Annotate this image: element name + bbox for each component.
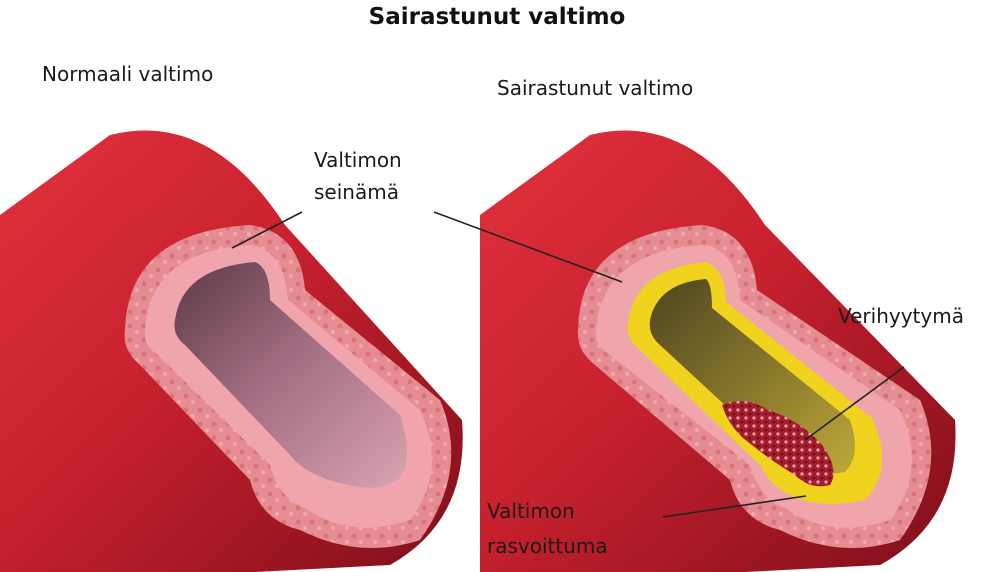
diseased-artery-label: Sairastunut valtimo [497,74,693,102]
plaque-label-line1: Valtimon [487,497,575,525]
wall-label-line2: seinämä [314,178,399,206]
clot-label: Verihyytymä [838,302,964,330]
normal-artery-label: Normaali valtimo [42,60,213,88]
wall-label-line1: Valtimon [314,146,402,174]
plaque-label-line2: rasvoittuma [487,532,608,560]
